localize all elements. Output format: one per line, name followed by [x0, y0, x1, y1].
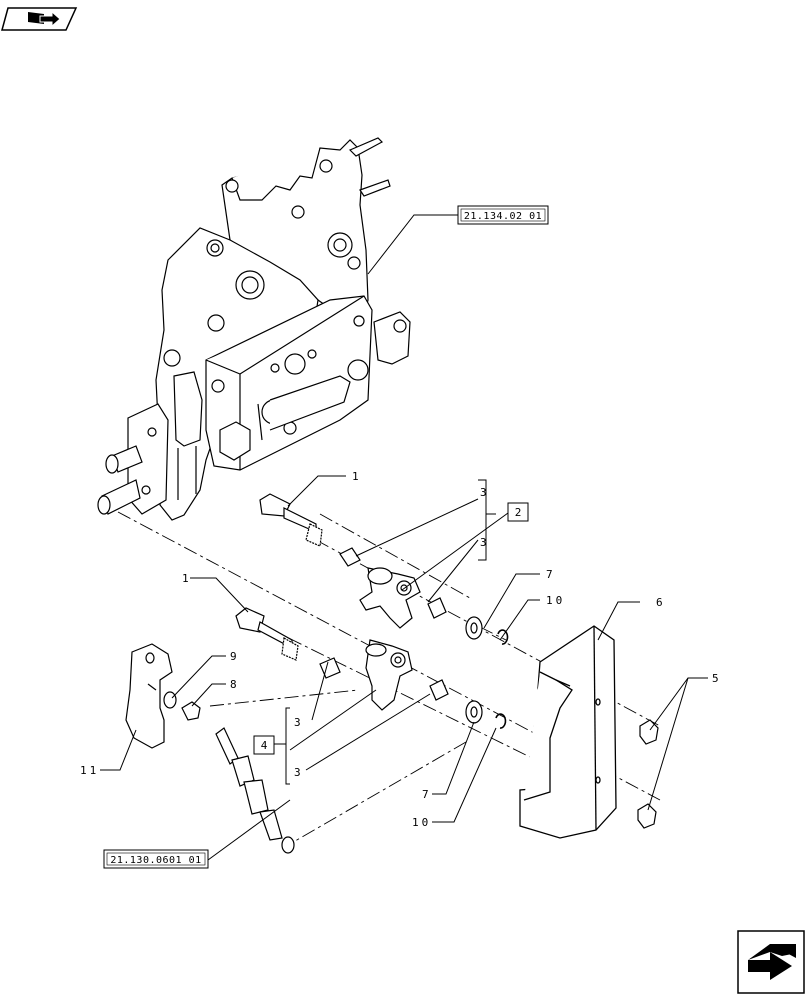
back-to-index-button[interactable] [1, 7, 78, 31]
part-3-bushings [319, 547, 449, 701]
part-1-upper-bolt [259, 493, 323, 547]
ref-label-top: 21.134.02 01 [464, 211, 542, 222]
next-page-button[interactable] [737, 930, 805, 994]
part-4-lower-lever [365, 639, 413, 711]
callout-10-upper: 10 [546, 594, 565, 607]
part-11-bracket [125, 643, 173, 749]
part-2-upper-lever [359, 567, 421, 629]
callout-9: 9 [230, 650, 237, 663]
part-6-cover [519, 625, 617, 839]
callout-8: 8 [230, 678, 237, 691]
callout-11: 11 [80, 764, 99, 777]
callout-7-lower: 7 [422, 788, 429, 801]
callout-5: 5 [712, 672, 719, 685]
sensor-cable [215, 727, 295, 854]
callout-1-upper: 1 [352, 470, 359, 483]
callout-2: 2 [515, 506, 522, 519]
part-9-washer [163, 691, 177, 709]
ref-label-bottom: 21.130.0601 01 [110, 855, 201, 866]
part-5-nuts [637, 719, 659, 829]
callout-10-lower: 10 [412, 816, 431, 829]
callout-3-b: 3 [480, 536, 487, 549]
callout-3-c: 3 [294, 716, 301, 729]
callout-6: 6 [656, 596, 663, 609]
part-8-screw [181, 701, 201, 721]
ref-box-bottom[interactable]: 21.130.0601 01 [103, 849, 209, 869]
callout-box-4: 4 [253, 735, 275, 755]
callout-7-upper: 7 [546, 568, 553, 581]
part-7-washers [465, 616, 483, 724]
callout-1-lower: 1 [182, 572, 189, 585]
callout-3-d: 3 [294, 766, 301, 779]
part-10-clips [495, 629, 509, 729]
callout-4: 4 [261, 739, 268, 752]
ref-box-top[interactable]: 21.134.02 01 [457, 205, 549, 225]
valve-block-assembly [97, 137, 411, 521]
book-arrow-icon [28, 10, 61, 28]
callout-box-2: 2 [507, 502, 529, 522]
next-page-arrow-icon [748, 944, 796, 980]
callout-3-a: 3 [480, 486, 487, 499]
part-1-lower-bolt [235, 607, 299, 661]
leader-lines [100, 214, 708, 861]
